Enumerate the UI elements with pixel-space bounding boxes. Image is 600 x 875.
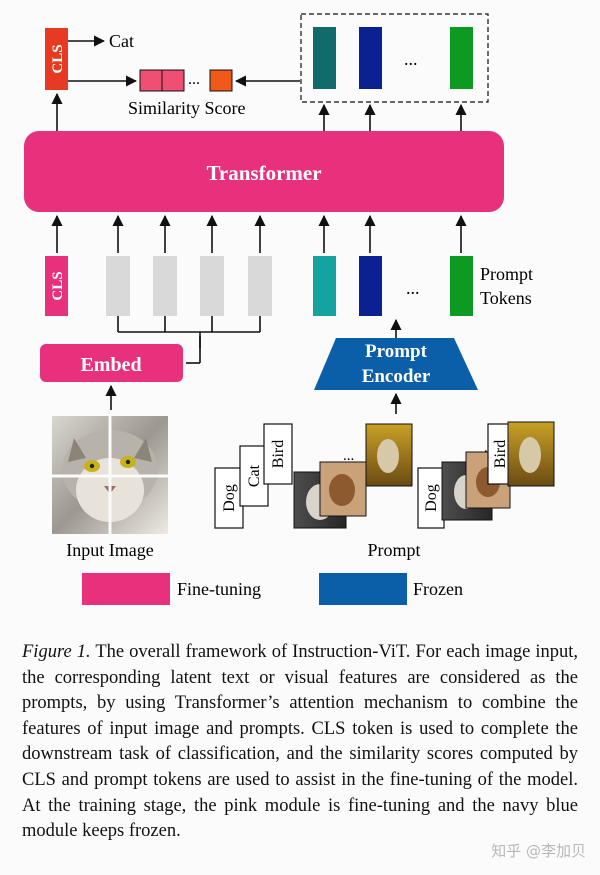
figure-caption-label: Figure 1. [22, 642, 91, 662]
prompt-tokens-label-line1: Prompt [480, 264, 533, 284]
similarity-score-cell [209, 69, 233, 92]
prompt-text-cards: Dog Cat Bird [214, 423, 293, 529]
prompt-card-bird: Bird [270, 440, 287, 468]
figure-caption: Figure 1. The overall framework of Instr… [22, 640, 578, 845]
image-token [248, 256, 272, 316]
legend-label-frozen: Frozen [413, 579, 463, 599]
prompt-output-token [450, 27, 473, 89]
legend-swatch-fine-tuning [82, 573, 170, 605]
prompt-output-group [300, 13, 489, 103]
legend-label-fine-tuning: Fine-tuning [177, 579, 261, 599]
similarity-ellipsis: ... [188, 71, 200, 88]
legend-swatch-frozen [319, 573, 407, 605]
prompt-encoder-block [314, 338, 478, 390]
cls-input-label: CLS [50, 271, 66, 300]
similarity-score-label: Similarity Score [128, 98, 245, 118]
image-token [106, 256, 130, 316]
embed-label: Embed [80, 354, 141, 376]
cat-output-label: Cat [109, 31, 134, 51]
prompt-token [359, 256, 382, 316]
svg-text:Dog: Dog [423, 484, 440, 512]
prompt-card-dog: Dog [221, 484, 238, 512]
svg-text:...: ... [343, 448, 354, 464]
prompt-image-cards: ... [293, 423, 413, 529]
embed-block [40, 344, 183, 382]
input-image [52, 416, 168, 534]
prompt-output-ellipsis: ... [404, 49, 418, 69]
prompt-token [313, 256, 336, 316]
similarity-score-cell [139, 69, 163, 92]
watermark: 知乎 @李加贝 [491, 842, 586, 860]
prompt-label: Prompt [367, 540, 420, 560]
image-token [153, 256, 177, 316]
input-image-label: Input Image [66, 540, 153, 560]
prompt-tokens-label-line2: Tokens [480, 288, 532, 308]
prompt-mixed-cards: Dog ... Bird [417, 421, 555, 529]
prompt-token [450, 256, 473, 316]
prompt-encoder-label-line1: Prompt [365, 341, 428, 362]
cls-output-token [45, 28, 68, 90]
svg-text:Bird: Bird [492, 440, 509, 468]
framework-diagram: CLS Cat ... Similarity Score ... Transfo… [24, 13, 555, 605]
cls-input-token [45, 256, 68, 316]
prompt-output-token [313, 27, 336, 89]
transformer-block [24, 131, 504, 212]
prompt-card-cat: Cat [246, 464, 263, 487]
prompt-output-token [359, 27, 382, 89]
figure-caption-text: The overall framework of Instruction-ViT… [22, 642, 579, 842]
image-token [200, 256, 224, 316]
prompt-token-ellipsis: ... [406, 278, 420, 298]
prompt-encoder-label-line2: Encoder [362, 366, 431, 387]
cls-output-label: CLS [50, 44, 66, 73]
transformer-label: Transformer [206, 161, 321, 185]
similarity-score-cell [161, 69, 185, 92]
